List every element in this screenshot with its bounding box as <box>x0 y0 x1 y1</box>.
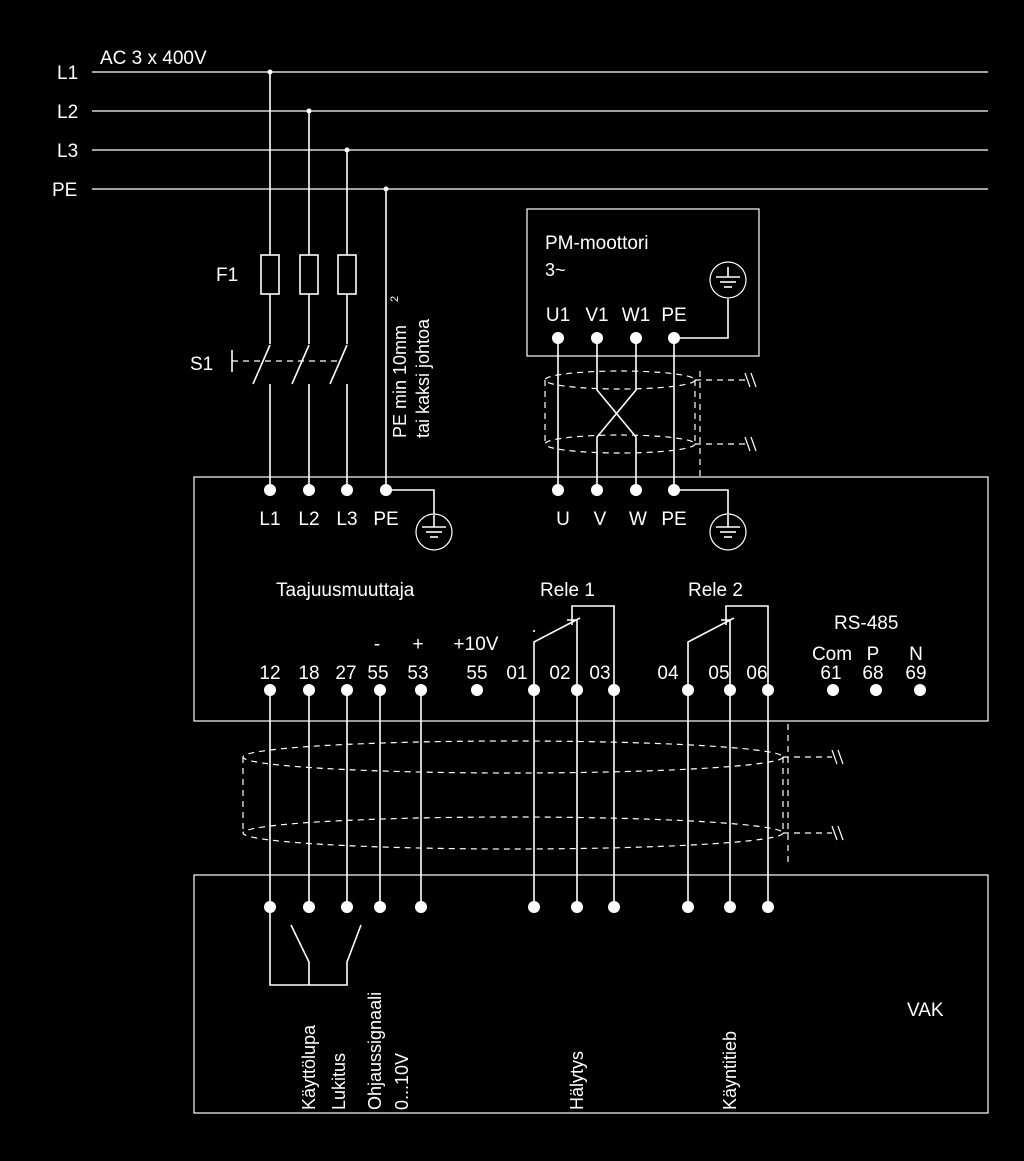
ref-voltage-label: +10V <box>454 634 499 655</box>
supply-voltage-label: AC 3 x 400V <box>100 48 207 69</box>
control-terminal-04: 04 <box>657 663 679 684</box>
relay1-label: Rele 1 <box>540 580 595 601</box>
minus-label: - <box>374 634 380 655</box>
input-terminal-pe: PE <box>373 509 398 530</box>
control-cable-shield <box>242 724 844 862</box>
pe-cable-note: PE min 10mm 2 tai kaksi johtoa <box>389 296 433 438</box>
supply-drops <box>267 69 389 490</box>
bus-label-l1: L1 <box>57 63 78 84</box>
control-terminal-05: 05 <box>708 663 729 684</box>
vak-box <box>193 874 989 1114</box>
control-terminal-53: 53 <box>407 663 428 684</box>
output-terminal-w: W <box>629 509 647 530</box>
motor-cable <box>544 338 757 490</box>
fuse-l1 <box>260 254 280 295</box>
fuse-l2 <box>299 254 319 295</box>
motor-box <box>526 208 760 357</box>
control-terminal-55-a: 55 <box>367 663 388 684</box>
rs485-n: N <box>909 644 923 665</box>
control-terminal-02: 02 <box>549 663 570 684</box>
bus-label-l2: L2 <box>57 102 78 123</box>
control-terminal-03: 03 <box>589 663 610 684</box>
supply-bus: AC 3 x 400V L1 L2 L3 PE <box>52 48 988 201</box>
output-terminal-pe: PE <box>661 509 686 530</box>
pe-note-line1: PE min 10mm <box>390 325 410 438</box>
relay2-symbol <box>687 605 769 690</box>
rs485-label: RS-485 <box>834 613 898 634</box>
signal-halytys: Hälytys <box>567 1051 587 1110</box>
input-terminal-l2: L2 <box>298 509 319 530</box>
control-terminal-18: 18 <box>298 663 319 684</box>
motor-cable-shield <box>544 370 757 478</box>
motor-terminal-w1: W1 <box>622 305 651 326</box>
control-terminal-27: 27 <box>335 663 356 684</box>
vak-name: VAK <box>907 1000 944 1021</box>
input-terminal-l1: L1 <box>259 509 280 530</box>
relay1-symbol <box>533 605 615 690</box>
rs485-p: P <box>867 644 880 665</box>
switch-s1: S1 <box>190 322 356 385</box>
pm-motor: PM-moottori 3~ U1 V1 W1 PE <box>526 208 760 357</box>
output-ground-icon <box>709 513 747 551</box>
output-terminal-u: U <box>556 509 570 530</box>
relay2-label: Rele 2 <box>688 580 743 601</box>
signal-kayntitieb: Käyntitieb <box>720 1031 740 1110</box>
control-terminal-01: 01 <box>506 663 527 684</box>
control-cable <box>242 690 844 907</box>
converter-box <box>193 476 989 722</box>
pe-note-line2: tai kaksi johtoa <box>413 318 433 438</box>
fuse-l3 <box>337 254 357 295</box>
control-terminal-55-b: 55 <box>466 663 487 684</box>
signal-kayttolupa: Käyttölupa <box>299 1024 319 1110</box>
rs485-terminal-61: 61 <box>820 663 841 684</box>
signal-lukitus: Lukitus <box>329 1053 349 1110</box>
bus-label-l3: L3 <box>57 141 78 162</box>
plus-label: + <box>412 634 423 655</box>
motor-title: PM-moottori <box>545 233 648 254</box>
output-terminal-v: V <box>594 509 607 530</box>
motor-terminal-v1: V1 <box>585 305 608 326</box>
rs485-terminal-68: 68 <box>862 663 883 684</box>
rs485-com: Com <box>812 644 852 665</box>
signal-ohjaussignaali: Ohjaussignaali <box>365 992 385 1110</box>
rs485-terminal-69: 69 <box>905 663 926 684</box>
motor-phase: 3~ <box>545 260 566 280</box>
bus-label-pe: PE <box>52 180 77 201</box>
motor-terminal-pe: PE <box>661 305 686 326</box>
fuse-label: F1 <box>216 265 238 286</box>
motor-terminal-u1: U1 <box>546 305 570 326</box>
fuses-f1: F1 <box>216 254 357 295</box>
pe-note-superscript: 2 <box>389 296 401 302</box>
vak-input-contacts <box>269 907 362 986</box>
frequency-converter: L1 L2 L3 PE U V W PE Taajuusmuuttaja Rel… <box>193 476 989 722</box>
switch-label: S1 <box>190 354 213 375</box>
motor-ground-icon <box>709 261 747 299</box>
vak-controller: VAK Käyttölupa Lukitus Ohjaussignaali 0.… <box>193 874 989 1114</box>
input-ground-icon <box>415 513 453 551</box>
control-terminal-06: 06 <box>746 663 767 684</box>
converter-name: Taajuusmuuttaja <box>276 580 415 601</box>
control-terminal-12: 12 <box>259 663 280 684</box>
signal-range: 0...10V <box>392 1053 412 1110</box>
input-terminal-l3: L3 <box>336 509 357 530</box>
